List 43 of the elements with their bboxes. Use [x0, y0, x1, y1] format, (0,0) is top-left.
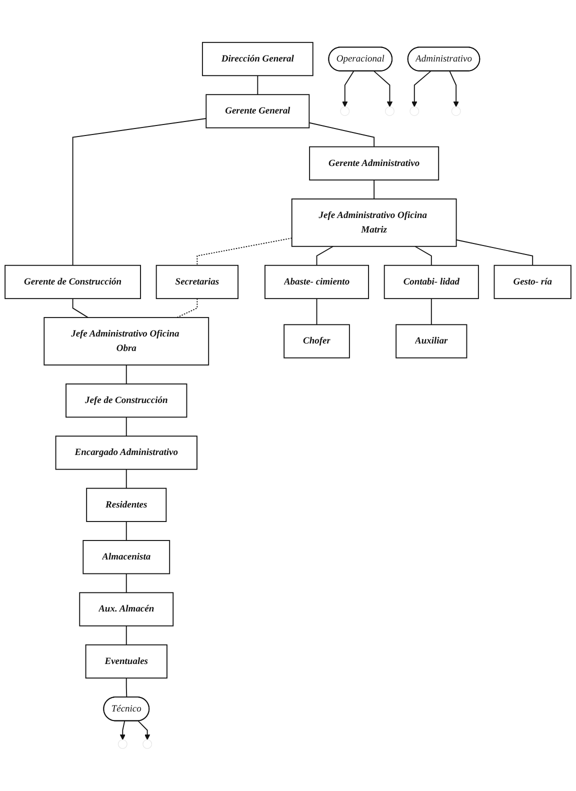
connector — [196, 238, 292, 266]
connector — [126, 416, 127, 437]
node-box: Chofer — [284, 324, 350, 358]
node-box: Gerente de Construcción — [4, 264, 141, 300]
node-box: Secretarias — [156, 264, 238, 300]
node-box: Gerente Administrativo — [309, 146, 440, 180]
connector — [414, 246, 432, 266]
connector — [126, 573, 127, 594]
connector — [308, 122, 375, 148]
connector — [316, 246, 334, 266]
node-box: Aux. Almacén — [79, 592, 174, 626]
connector — [257, 75, 258, 96]
connector — [126, 625, 127, 646]
node-box: Abaste- cimiento — [264, 264, 370, 300]
connector — [456, 239, 534, 266]
node-box: Residentes — [86, 488, 167, 522]
node-box: Gerente General — [206, 94, 310, 128]
connector — [72, 298, 89, 318]
connector — [316, 298, 318, 326]
arrow — [449, 70, 459, 108]
node-box: Jefe de Construcción — [66, 383, 188, 418]
arrow — [120, 720, 126, 740]
arrow — [138, 720, 150, 740]
node-box: Contabi- lidad — [384, 264, 479, 300]
node-box: Eventuales — [85, 644, 168, 679]
arrow — [374, 70, 392, 108]
connector — [126, 678, 128, 698]
node-box: Jefe Administrativo Oficina Obra — [44, 317, 210, 366]
connector — [126, 468, 127, 489]
node-box: Auxiliar — [396, 324, 468, 358]
arrow — [412, 70, 432, 108]
connector — [126, 521, 127, 541]
node-box: Encargado Administrativo — [55, 436, 198, 470]
connector — [430, 298, 432, 326]
connector — [374, 180, 375, 200]
node-box: Jefe Administrativo Oficina Matriz — [291, 198, 457, 247]
node-box: Dirección General — [202, 42, 314, 76]
node-box: Gesto- ría — [494, 264, 572, 300]
connector — [126, 364, 127, 384]
node-box: Almacenista — [82, 540, 170, 574]
arrow — [342, 70, 354, 108]
connector — [176, 298, 198, 318]
connector — [72, 118, 207, 266]
